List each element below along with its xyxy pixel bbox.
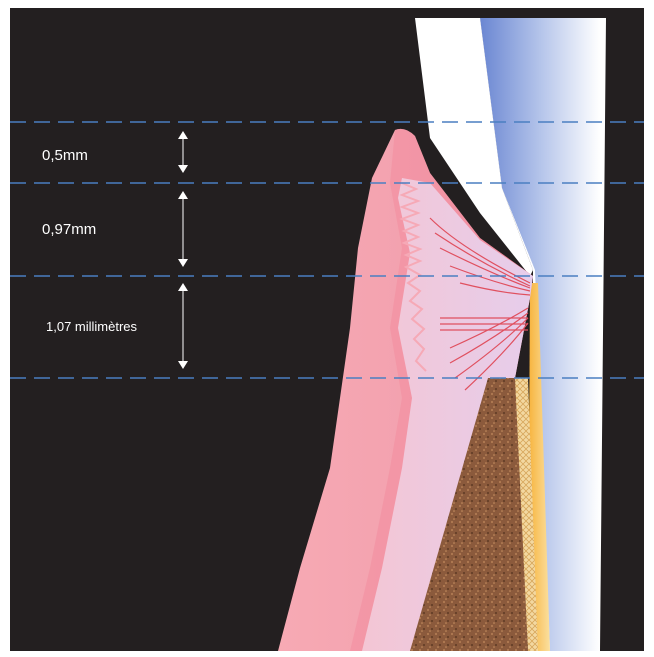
- measure-label-2: 0,97mm: [42, 221, 96, 238]
- diagram-frame: 0,5mm 0,97mm 1,07 millimètres: [10, 8, 644, 651]
- measure-arrow-3: [178, 283, 188, 369]
- measure-label-3: 1,07 millimètres: [46, 319, 137, 334]
- measure-arrow-1: [178, 131, 188, 173]
- measure-arrow-2: [178, 191, 188, 267]
- measure-label-1: 0,5mm: [42, 147, 88, 164]
